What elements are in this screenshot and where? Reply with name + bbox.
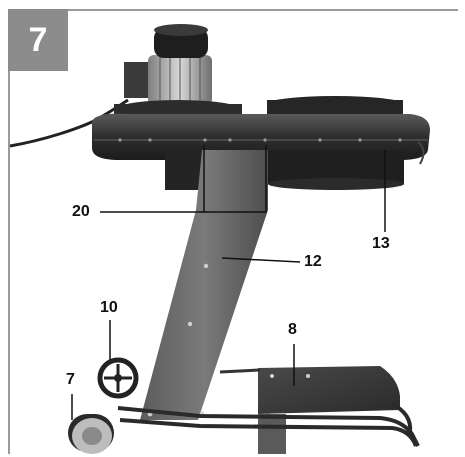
castor-wheel	[68, 414, 114, 454]
base-tray	[219, 366, 400, 454]
crank-wheel	[97, 357, 139, 399]
callout-20: 20	[72, 203, 90, 220]
callout-13: 13	[372, 235, 390, 252]
top-housing	[92, 96, 430, 165]
frame-left-rule	[8, 9, 10, 454]
callout-leaders	[71, 145, 386, 420]
callout-8: 8	[288, 321, 297, 338]
figure-number-badge: 7	[8, 9, 68, 71]
callout-12: 12	[304, 253, 322, 270]
collection-drum	[165, 150, 404, 190]
trolley-frame	[117, 402, 420, 447]
callout-10: 10	[100, 299, 118, 316]
motor-unit	[124, 24, 212, 105]
frame-top-rule	[8, 9, 458, 11]
callout-7: 7	[66, 371, 75, 388]
